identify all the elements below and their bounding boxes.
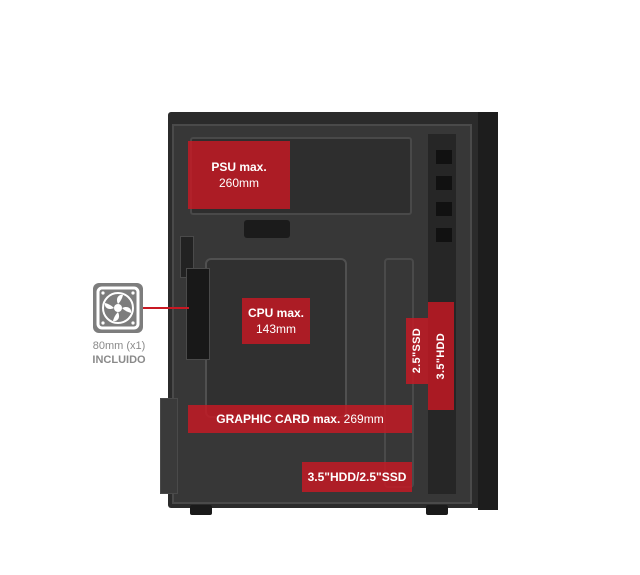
rail-slot [436,202,452,216]
case-side-edge [478,112,498,510]
fan-caption: 80mm (x1) INCLUIDO [78,339,160,368]
fan-size: 80mm (x1) [92,340,146,352]
case-foot [190,505,212,515]
bottom-bay-label: 3.5"HDD/2.5"SSD [302,462,412,492]
cpu-title: CPU max. [247,305,305,320]
fan-callout-line [143,307,189,309]
psu-title: PSU max. [211,159,267,174]
cpu-value: 143mm [255,322,296,336]
fan-icon [93,283,143,333]
gpu-title: GRAPHIC CARD max. [216,411,341,426]
cpu-label: CPU max. 143mm [242,298,310,344]
gpu-label: GRAPHIC CARD max. 269mm [188,405,412,433]
psu-value: 260mm [218,176,259,190]
psu-label: PSU max. 260mm [188,141,290,209]
rail-slot [436,176,452,190]
ssd-label-text: 2.5"SSD [410,328,423,374]
expansion-bracket [160,398,178,494]
hdd-label-text: 3.5"HDD [434,332,447,380]
rear-fan-mount [186,268,210,360]
hdd-label: 3.5"HDD [428,302,454,410]
ssd-label: 2.5"SSD [406,318,428,384]
cable-cutout [244,220,290,238]
case-foot [426,505,448,515]
rail-slot [436,150,452,164]
gpu-value: 269mm [343,411,384,426]
rail-slot [436,228,452,242]
fan-status: INCLUIDO [92,354,146,367]
bottom-bay-text: 3.5"HDD/2.5"SSD [307,469,407,484]
